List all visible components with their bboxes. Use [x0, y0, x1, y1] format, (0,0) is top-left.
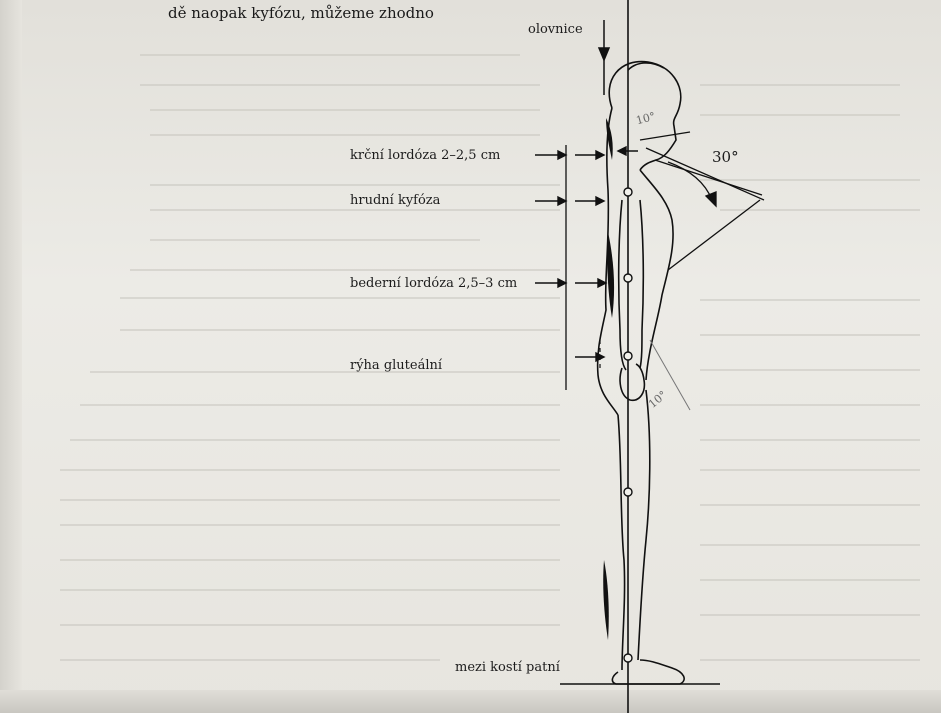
heel-label: mezi kostí patní	[455, 660, 560, 675]
cervical-lordosis-label: krční lordóza 2–2,5 cm	[350, 148, 500, 163]
thoracic-kyphosis-label: hrudní kyfóza	[350, 193, 440, 208]
measurement-arrows	[535, 147, 638, 361]
head-angle-label: 30°	[712, 148, 739, 166]
plumb-line-label: olovnice	[528, 22, 583, 37]
plumb-arrow	[599, 20, 609, 95]
lumbar-lordosis-label: bederní lordóza 2,5–3 cm	[350, 276, 517, 291]
head-angle-indicator	[640, 132, 764, 270]
gluteal-fold-label: rýha gluteální	[350, 358, 442, 373]
body-silhouette	[598, 62, 685, 684]
